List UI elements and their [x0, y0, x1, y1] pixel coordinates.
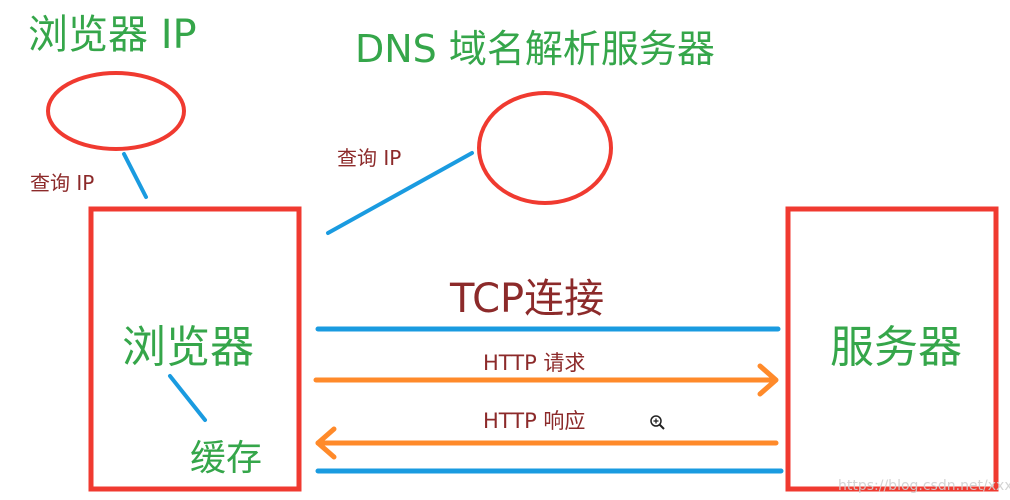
tcp-label: TCP连接: [449, 276, 604, 322]
http-request-label: HTTP 请求: [483, 351, 585, 375]
request-arrowhead: [757, 363, 779, 397]
cache-link-line: [168, 374, 207, 422]
cache-label: 缓存: [190, 438, 262, 479]
browser-label: 浏览器: [122, 322, 254, 373]
browser-ip-cache-ellipse: [46, 71, 186, 151]
watermark: https://blog.csdn.net/xxxxii: [838, 478, 1010, 494]
browser-ip-title: 浏览器 IP: [28, 12, 197, 58]
server-box: [785, 206, 999, 492]
browser-box: [88, 206, 302, 492]
browser-ip-query-line: [122, 152, 148, 199]
response-arrowhead: [315, 426, 337, 460]
dns-query-line: [326, 151, 474, 235]
zoom-in-icon: [650, 415, 665, 430]
dns-server-title: DNS 域名解析服务器: [355, 27, 715, 71]
http-response-label: HTTP 响应: [483, 409, 585, 433]
query-ip-label-2: 查询 IP: [337, 146, 401, 170]
query-ip-label-1: 查询 IP: [30, 171, 94, 195]
dns-server-circle: [477, 91, 613, 205]
server-label: 服务器: [830, 322, 962, 373]
